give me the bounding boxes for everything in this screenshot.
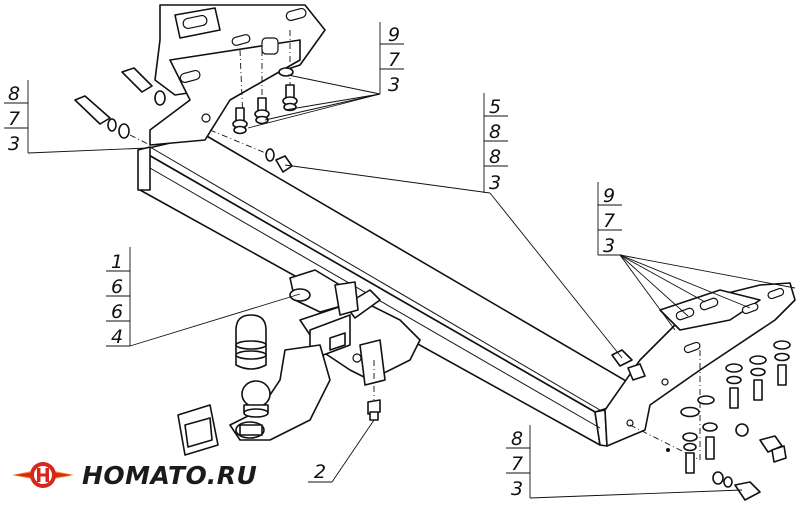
vertical-bolt <box>367 360 381 421</box>
callout-label: 1 <box>111 251 123 273</box>
left-bracket <box>149 4 326 146</box>
callout-label: 8 <box>489 146 501 168</box>
callout-top-left: 8 7 3 <box>4 80 29 155</box>
callout-label: 5 <box>489 96 501 118</box>
callout-label: 3 <box>603 235 615 257</box>
callout-label: 3 <box>489 172 501 194</box>
left-bracket-bolts <box>232 67 298 135</box>
callout-bottom-bolt: 2 <box>308 461 332 483</box>
callout-label: 7 <box>388 49 400 71</box>
tow-ball <box>241 380 271 418</box>
callout-label: 3 <box>388 74 400 96</box>
callout-label: 9 <box>388 24 400 46</box>
callout-label: 6 <box>111 276 123 298</box>
callout-label: 8 <box>8 83 20 105</box>
callout-top-center: 9 7 3 <box>379 22 404 96</box>
ball-cover <box>235 314 267 370</box>
right-nut <box>611 349 646 381</box>
callout-label: 3 <box>8 133 20 155</box>
cross-beam <box>137 134 651 447</box>
right-bracket <box>604 282 796 461</box>
callout-label: 7 <box>8 108 20 130</box>
socket-plug <box>177 404 219 456</box>
callout-label: 4 <box>111 326 123 348</box>
callout-bottom-right: 8 7 3 <box>506 425 531 500</box>
callout-label: 7 <box>603 210 615 232</box>
left-side-bolts <box>74 67 166 146</box>
callout-center: 5 8 8 3 <box>483 93 508 194</box>
callout-label: 3 <box>511 478 523 500</box>
leader-lines <box>27 74 796 499</box>
callout-label: 8 <box>489 121 501 143</box>
callout-label: 8 <box>511 428 523 450</box>
brand-logo[interactable]: HOMATO.RU <box>10 453 257 497</box>
brand-name: HOMATO.RU <box>82 460 258 490</box>
callout-label: 7 <box>511 453 523 475</box>
callout-label: 2 <box>314 461 326 483</box>
homato-logo-icon <box>12 462 74 488</box>
socket-bracket <box>289 269 359 316</box>
right-bracket-bolts <box>666 340 791 501</box>
callout-label: 6 <box>111 301 123 323</box>
callout-label: 9 <box>603 185 615 207</box>
callout-right: 9 7 3 <box>597 182 622 257</box>
callout-left-ball: 1 6 6 4 <box>106 247 131 348</box>
